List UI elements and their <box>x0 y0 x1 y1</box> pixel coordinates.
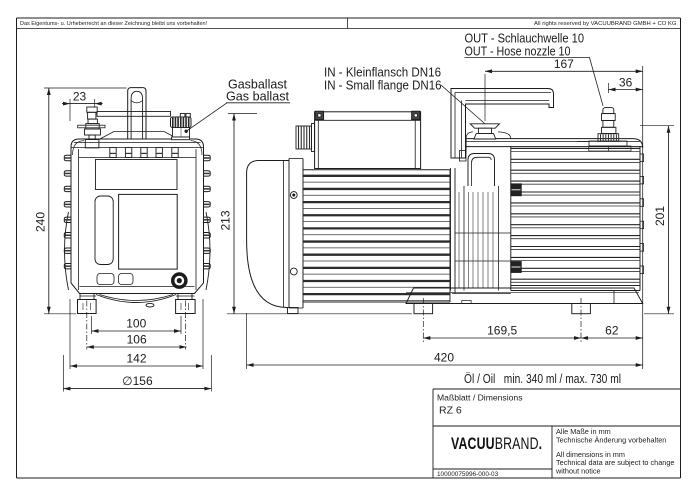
svg-text:∅156: ∅156 <box>122 374 153 388</box>
svg-text:420: 420 <box>434 351 454 365</box>
svg-text:106: 106 <box>127 333 147 347</box>
svg-text:Technische Änderung vorbehalte: Technische Änderung vorbehalten <box>556 436 666 445</box>
svg-text:Öl / Oil min. 340 ml / max.: Öl / Oil min. 340 ml / max. 730 ml <box>464 372 621 386</box>
svg-text:IN - Small flange DN16: IN - Small flange DN16 <box>324 78 442 93</box>
svg-text:Technical data are subject to: Technical data are subject to change <box>556 458 674 467</box>
svg-text:All rights reserved by VACUUBR: All rights reserved by VACUUBRAND GMBH +… <box>534 21 677 27</box>
svg-text:23: 23 <box>73 89 87 103</box>
svg-text:Das Eigentums- u. Urheberrecht: Das Eigentums- u. Urheberrecht an dieser… <box>20 21 208 27</box>
svg-text:IN - Kleinflansch DN16: IN - Kleinflansch DN16 <box>324 65 441 80</box>
svg-text:240: 240 <box>34 212 48 232</box>
svg-text:Gasballast: Gasballast <box>228 78 288 92</box>
svg-text:Maßblatt / Dimensions: Maßblatt / Dimensions <box>437 393 523 403</box>
svg-text:OUT - Hose nozzle 10: OUT - Hose nozzle 10 <box>465 44 571 59</box>
svg-text:Alle Maße in mm: Alle Maße in mm <box>556 427 611 436</box>
svg-text:36: 36 <box>619 76 633 90</box>
svg-text:213: 213 <box>219 210 233 230</box>
svg-text:VACUUBRAND.: VACUUBRAND. <box>451 435 542 453</box>
svg-text:167: 167 <box>554 57 574 71</box>
svg-text:169,5: 169,5 <box>487 324 517 338</box>
svg-text:10000075996-000-03: 10000075996-000-03 <box>437 471 499 478</box>
svg-text:All dimensions in mm: All dimensions in mm <box>556 450 625 459</box>
svg-text:142: 142 <box>126 352 146 366</box>
svg-text:without notice: without notice <box>555 466 601 475</box>
svg-text:201: 201 <box>653 206 667 226</box>
svg-text:Gas ballast: Gas ballast <box>226 90 290 104</box>
svg-text:OUT - Schlauchwelle 10: OUT - Schlauchwelle 10 <box>465 31 585 46</box>
svg-text:RZ 6: RZ 6 <box>439 405 462 417</box>
svg-text:62: 62 <box>605 324 619 338</box>
svg-text:100: 100 <box>126 317 146 331</box>
